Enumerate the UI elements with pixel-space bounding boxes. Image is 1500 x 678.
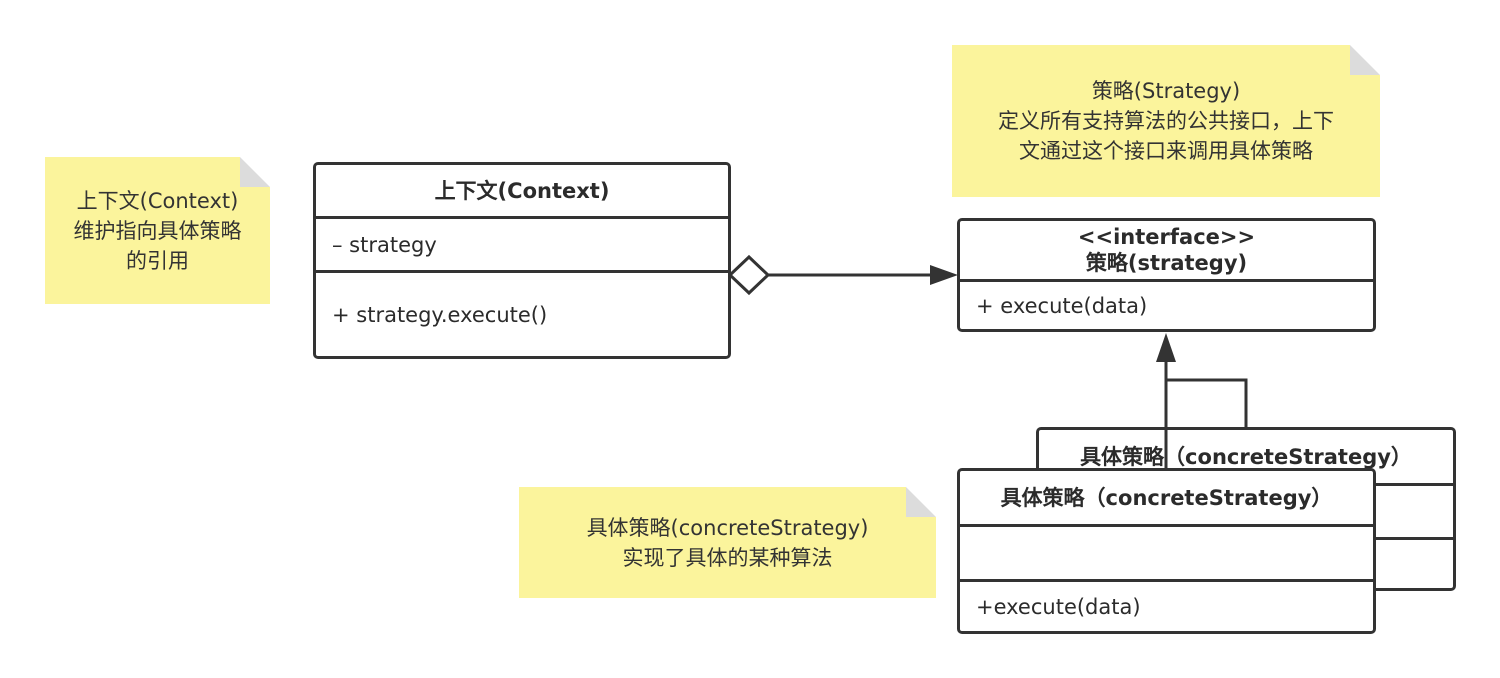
note-fold bbox=[1350, 45, 1380, 75]
concrete-front-method: +execute(data) bbox=[976, 594, 1141, 619]
context-note: 上下文(Context) 维护指向具体策略 的引用 bbox=[45, 157, 270, 304]
context-class-name: 上下文(Context) bbox=[316, 165, 728, 219]
strategy-note-text: 策略(Strategy) 定义所有支持算法的公共接口，上下 文通过这个接口来调用… bbox=[998, 79, 1334, 163]
concrete-strategy-class[interactable]: 具体策略（concreteStrategy） +execute(data) bbox=[957, 468, 1376, 634]
realization-line-back bbox=[1166, 378, 1248, 430]
strategy-interface-header: <<interface>> 策略(strategy) bbox=[960, 221, 1373, 282]
context-method: + strategy.execute() bbox=[332, 302, 548, 327]
concrete-note-text: 具体策略(concreteStrategy) 实现了具体的某种算法 bbox=[586, 515, 869, 570]
strategy-note: 策略(Strategy) 定义所有支持算法的公共接口，上下 文通过这个接口来调用… bbox=[952, 45, 1380, 197]
strategy-interface-method: + execute(data) bbox=[976, 293, 1148, 318]
context-note-text: 上下文(Context) 维护指向具体策略 的引用 bbox=[73, 188, 242, 273]
aggregation-diamond bbox=[727, 254, 771, 296]
concrete-front-name: 具体策略（concreteStrategy） bbox=[960, 471, 1373, 527]
note-fold bbox=[906, 487, 936, 517]
strategy-interface[interactable]: <<interface>> 策略(strategy) + execute(dat… bbox=[957, 218, 1376, 332]
note-fold bbox=[240, 157, 270, 187]
context-attribute: – strategy bbox=[316, 219, 728, 273]
concrete-front-attributes bbox=[960, 527, 1373, 582]
association-arrowhead bbox=[930, 265, 958, 285]
interface-stereotype: <<interface>> bbox=[1077, 225, 1256, 249]
concrete-note: 具体策略(concreteStrategy) 实现了具体的某种算法 bbox=[519, 487, 936, 598]
strategy-interface-name: 策略(strategy) bbox=[1085, 251, 1248, 275]
context-class[interactable]: 上下文(Context) – strategy + strategy.execu… bbox=[313, 162, 731, 359]
